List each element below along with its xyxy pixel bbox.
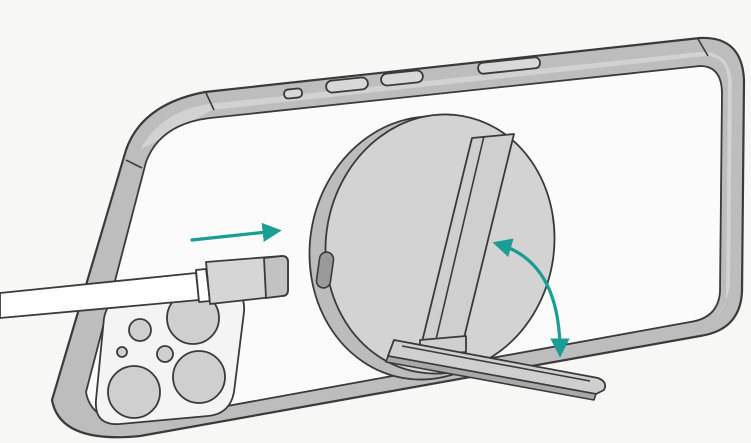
antenna-line — [205, 92, 215, 111]
microphone-icon — [116, 346, 128, 358]
mute-switch — [283, 87, 303, 100]
kickstand-leg-slot — [401, 345, 591, 382]
volume-up-button — [325, 76, 369, 94]
kickstand-leg-side — [385, 355, 597, 401]
antenna-line — [697, 38, 709, 57]
camera-module — [95, 287, 245, 425]
camera-lens-icon — [107, 365, 161, 419]
usb-c-cable — [0, 255, 289, 319]
volume-down-button — [380, 69, 424, 87]
usb-c-plug-tip — [263, 255, 289, 300]
camera-lens-icon — [172, 350, 226, 404]
flash-icon — [128, 318, 152, 342]
kickstand-leg — [385, 339, 607, 401]
lidar-icon — [156, 345, 174, 363]
side-button — [477, 56, 541, 75]
curved-double-arrow-icon — [492, 238, 570, 358]
kickstand-track-edge — [433, 135, 485, 349]
usb-c-port — [315, 251, 335, 289]
arrow-right-icon — [190, 222, 282, 242]
antenna-line — [125, 159, 143, 169]
